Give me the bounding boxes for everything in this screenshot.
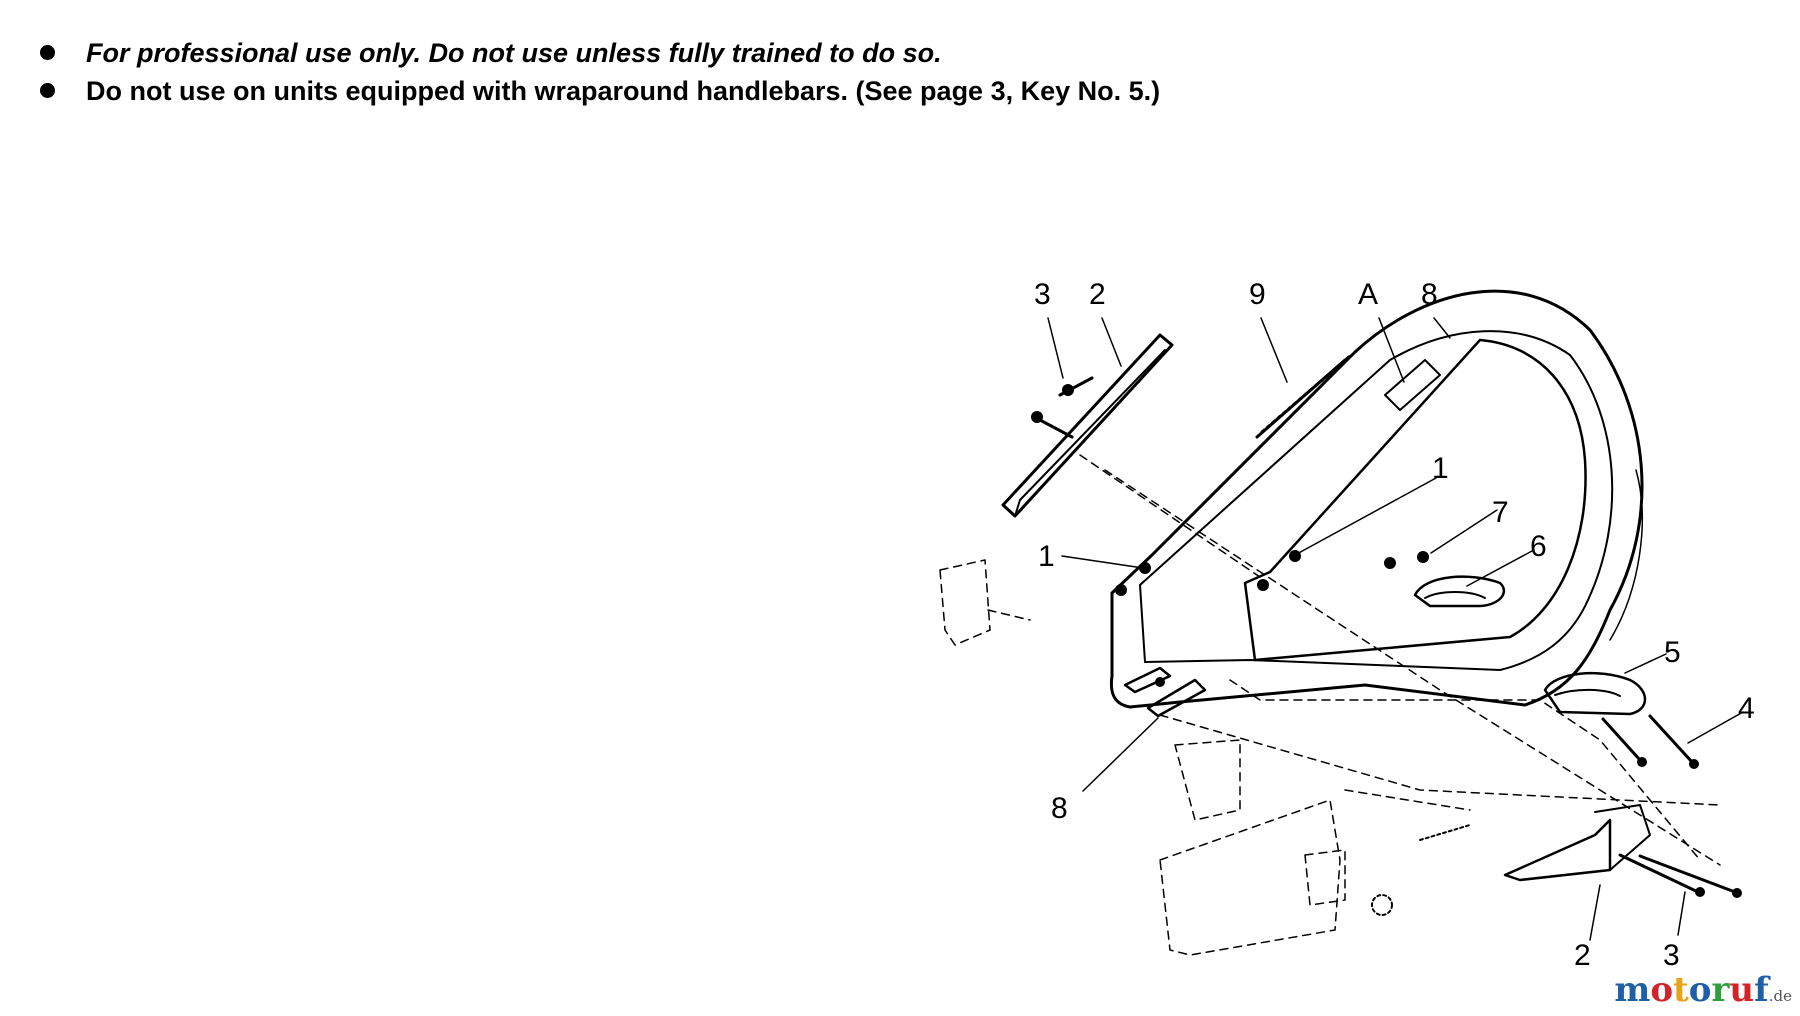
bracket-6 (1413, 575, 1506, 608)
bullet-icon (40, 45, 55, 60)
watermark-letter: o (1688, 970, 1712, 1010)
watermark-letter: r (1711, 970, 1730, 1010)
note-text: Do not use on units equipped with wrapar… (86, 76, 1161, 106)
callout-5: 5 (1664, 636, 1681, 669)
watermark-suffix: .de (1768, 987, 1792, 1005)
watermark-logo-letters: motoruf (1614, 970, 1768, 1010)
watermark-letter: t (1673, 970, 1689, 1010)
hardware-dots (1031, 384, 1742, 898)
bracket-5 (1543, 671, 1647, 716)
ghost-details (1371, 824, 1471, 916)
callout-a: A (1358, 278, 1378, 311)
decal-label (1384, 359, 1441, 411)
callout-1-right: 1 (1432, 452, 1449, 485)
safety-notes: For professional use only. Do not use un… (40, 34, 1160, 110)
watermark-letter: u (1729, 970, 1755, 1010)
note-professional-use: For professional use only. Do not use un… (40, 34, 1160, 72)
watermark-letter: m (1614, 970, 1651, 1010)
callout-2-bottom: 2 (1574, 939, 1591, 972)
bullet-icon (40, 83, 55, 98)
callout-3-bottom: 3 (1663, 939, 1680, 972)
callout-9: 9 (1249, 278, 1266, 311)
mount-plate-8 (1123, 666, 1207, 718)
ghost-frame-parts (939, 454, 1721, 956)
note-text: For professional use only. Do not use un… (86, 38, 942, 68)
callout-labels: 3 2 9 A 8 1 7 6 1 5 4 8 2 3 (1034, 278, 1755, 972)
callout-8-bottom: 8 (1051, 792, 1068, 825)
leader-lines (1047, 317, 1744, 941)
callout-3-top: 3 (1034, 278, 1051, 311)
bolts (1038, 376, 1737, 894)
callout-1-left: 1 (1038, 540, 1055, 573)
callout-6: 6 (1530, 530, 1547, 563)
chain-case-cover (1109, 289, 1644, 709)
watermark-letter: o (1650, 970, 1674, 1010)
callout-7: 7 (1492, 496, 1509, 529)
callout-4: 4 (1738, 692, 1755, 725)
callout-2-top: 2 (1089, 278, 1106, 311)
callout-8-top: 8 (1421, 278, 1438, 311)
motoruf-watermark: motoruf.de (1614, 970, 1792, 1010)
chain (1255, 354, 1352, 439)
note-handlebars-warning: Do not use on units equipped with wrapar… (40, 72, 1160, 110)
shield-upper (1001, 333, 1174, 518)
shield-lower (1503, 804, 1651, 882)
watermark-letter: f (1754, 970, 1769, 1010)
